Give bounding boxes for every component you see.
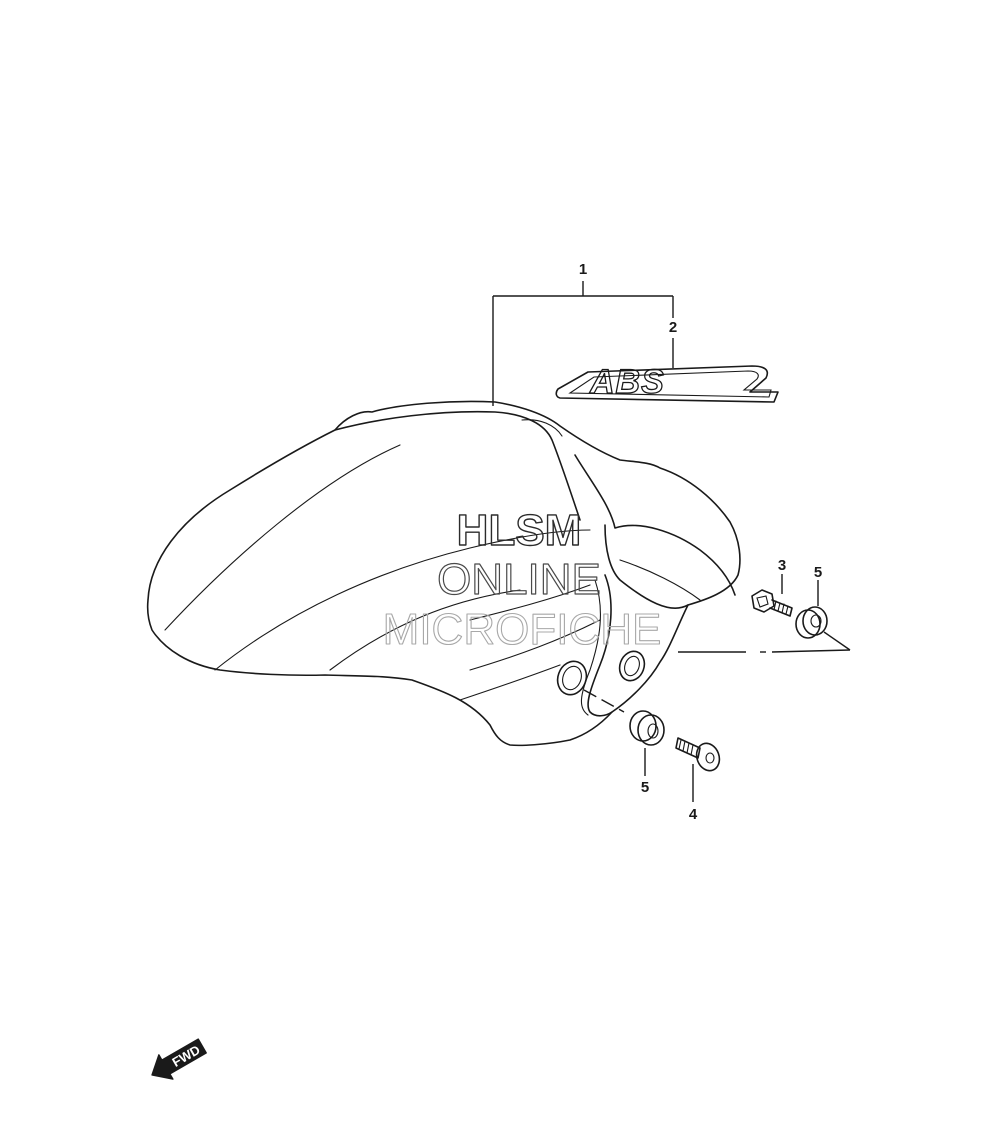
watermark-line-1: HLSM xyxy=(457,506,582,555)
callout-4: 4 xyxy=(689,806,698,823)
bolt-4 xyxy=(675,737,721,772)
leader-lines xyxy=(492,281,851,802)
callout-5-right: 5 xyxy=(814,564,822,581)
front-fender xyxy=(146,400,741,747)
callouts: 1 2 3 5 5 4 xyxy=(579,261,822,823)
fwd-arrow-icon: FWD xyxy=(151,1038,207,1080)
abs-emblem-text: ABS xyxy=(589,363,665,401)
callout-3: 3 xyxy=(778,557,786,574)
watermark-line-2: ONLINE xyxy=(437,555,601,604)
watermark: HLSM ONLINE MICROFICHE xyxy=(382,505,662,654)
grommet-5-lower xyxy=(629,710,665,746)
callout-2: 2 xyxy=(669,319,677,336)
abs-emblem: ABS xyxy=(555,362,779,403)
grommet-5-right xyxy=(795,606,828,639)
callout-1: 1 xyxy=(579,261,587,278)
bolt-3 xyxy=(751,589,793,617)
watermark-line-3: MICROFICHE xyxy=(383,605,662,654)
callout-5-lower: 5 xyxy=(641,779,649,796)
